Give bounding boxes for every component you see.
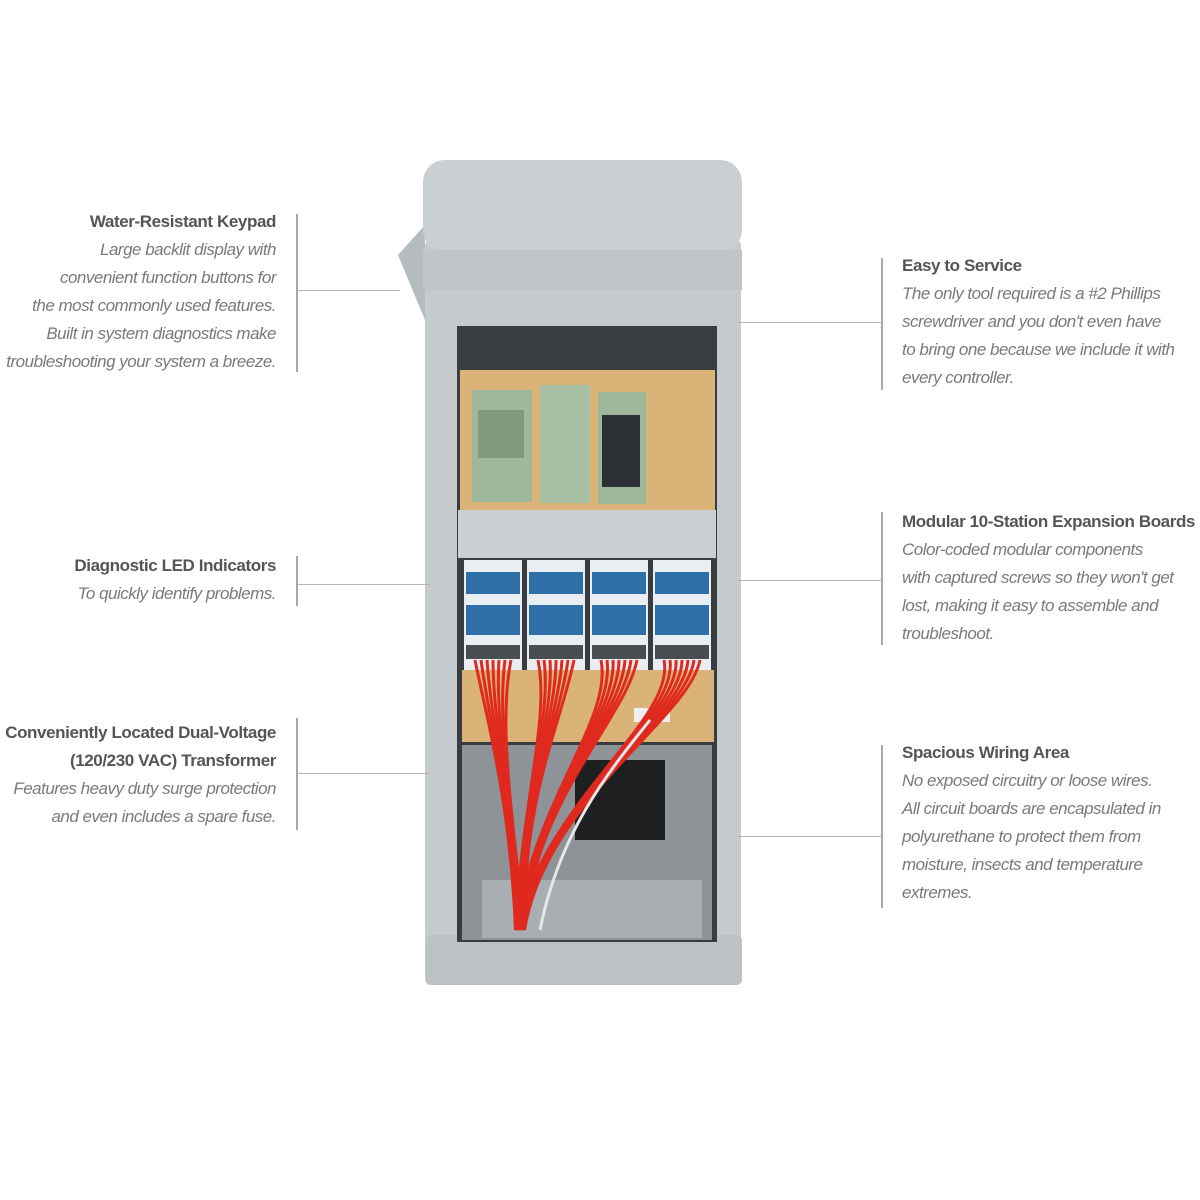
callout-bar [296, 214, 298, 372]
callout-text: troubleshooting your system a breeze. [6, 352, 276, 371]
module-terminal-block [466, 605, 520, 635]
callout-text: The only tool required is a #2 Phillips [902, 284, 1161, 303]
callout-modular: Modular 10-Station Expansion Boards Colo… [902, 508, 1195, 648]
callout-text: troubleshoot. [902, 624, 994, 643]
callout-text: Built in system diagnostics make [46, 324, 276, 343]
module-terminal-block [592, 605, 646, 635]
housing-base [426, 935, 742, 985]
callout-text: with captured screws so they won't get [902, 568, 1174, 587]
callout-text: moisture, insects and temperature [902, 855, 1143, 874]
station-wires [473, 659, 702, 931]
callout-led: Diagnostic LED Indicators To quickly ide… [74, 552, 276, 608]
callout-wiring: Spacious Wiring Area No exposed circuitr… [902, 739, 1161, 907]
callout-leader [738, 836, 881, 837]
callout-leader [738, 580, 881, 581]
housing-lid [423, 160, 742, 252]
callout-text: the most commonly used features. [32, 296, 276, 315]
callout-text: No exposed circuitry or loose wires. [902, 771, 1153, 790]
callout-bar [296, 556, 298, 606]
callout-text: polyurethane to protect them from [902, 827, 1141, 846]
callout-leader [298, 584, 430, 585]
transformer-area [462, 745, 712, 940]
callout-text: convenient function buttons for [59, 268, 277, 287]
callout-title: (120/230 VAC) Transformer [69, 751, 276, 770]
module-terminal-block [592, 572, 646, 594]
callout-bar [881, 745, 883, 908]
callout-title: Diagnostic LED Indicators [74, 556, 276, 575]
module-connector [592, 645, 646, 659]
communication-module [602, 415, 640, 487]
callout-title: Water-Resistant Keypad [89, 212, 277, 231]
callout-text: screwdriver and you don't even have [902, 312, 1161, 331]
callout-title: Easy to Service [902, 256, 1022, 275]
callout-service: Easy to Service The only tool required i… [902, 252, 1175, 392]
module-terminal-block [529, 605, 583, 635]
heatsink [478, 410, 524, 458]
callout-leader [738, 322, 881, 323]
callout-title: Spacious Wiring Area [902, 743, 1069, 762]
callout-text: every controller. [902, 368, 1014, 387]
callout-title: Modular 10-Station Expansion Boards [902, 512, 1195, 531]
module-terminal-block [466, 572, 520, 594]
lid-band [423, 250, 742, 290]
module-rail [458, 510, 716, 558]
module-connector [655, 645, 709, 659]
pcb-module [540, 385, 590, 503]
callout-leader [298, 290, 400, 291]
callout-transformer: Conveniently Located Dual-Voltage (120/2… [5, 719, 276, 831]
expansion-modules [464, 560, 711, 670]
callout-text: Features heavy duty surge protection [13, 779, 276, 798]
callout-text: Color-coded modular components [902, 540, 1143, 559]
callout-text: To quickly identify problems. [77, 584, 277, 603]
callout-title: Conveniently Located Dual-Voltage [5, 723, 276, 742]
callout-keypad: Water-Resistant Keypad Large backlit dis… [6, 208, 276, 376]
callout-text: Large backlit display with [100, 240, 276, 259]
callout-text: lost, making it easy to assemble and [902, 596, 1159, 615]
callout-bar [881, 512, 883, 645]
callout-text: All circuit boards are encapsulated in [902, 799, 1161, 818]
callout-text: and even includes a spare fuse. [51, 807, 276, 826]
common-wire [538, 719, 652, 931]
callout-bar [881, 258, 883, 390]
module-connector [529, 645, 583, 659]
module-terminal-block [655, 605, 709, 635]
callout-bar [296, 718, 298, 830]
station-wire [523, 659, 702, 931]
module-connector [466, 645, 520, 659]
callout-text: to bring one because we include it with [902, 340, 1175, 359]
module-terminal-block [529, 572, 583, 594]
top-board [460, 370, 715, 510]
keypad-door-edge [398, 225, 425, 320]
module-terminal-block [655, 572, 709, 594]
callout-leader [298, 773, 430, 774]
callout-text: extremes. [902, 883, 973, 902]
